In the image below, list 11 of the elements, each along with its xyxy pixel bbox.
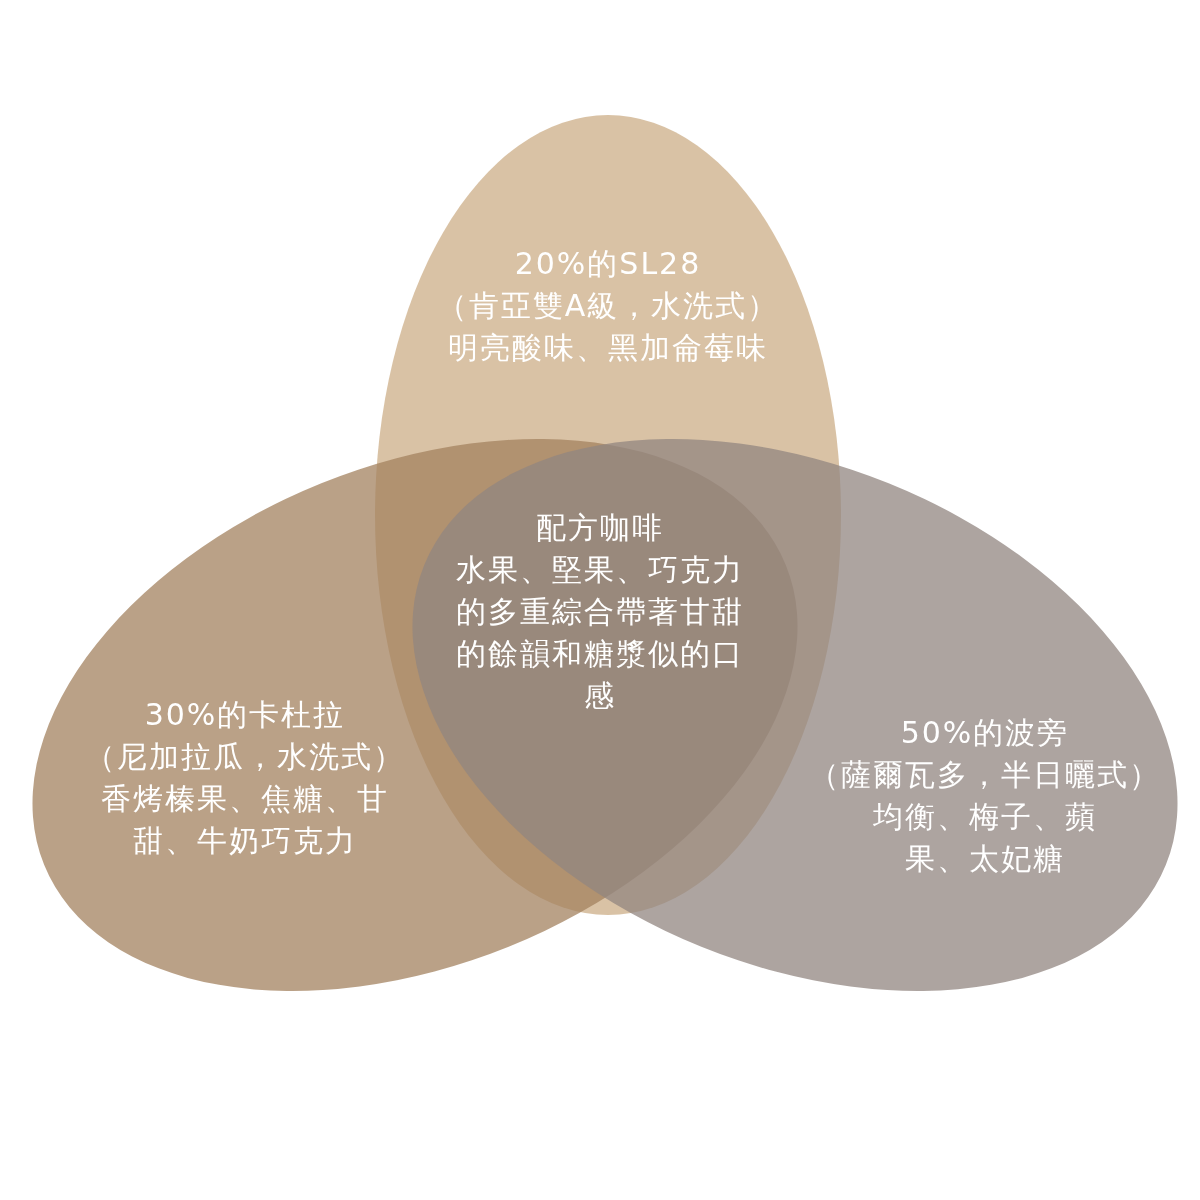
- blend-title: 配方咖啡: [536, 509, 664, 547]
- variety-title: 50%的波旁: [900, 714, 1070, 752]
- variety-title: 20%的SL28: [514, 245, 702, 283]
- origin-text: （肯亞雙A級，水洗式）: [436, 287, 780, 325]
- variety-title: 30%的卡杜拉: [144, 696, 346, 734]
- origin-text: （薩爾瓦多，半日曬式）: [809, 756, 1161, 794]
- flavor-notes: 香烤榛果、焦糖、甘甜、牛奶巧克力: [100, 780, 390, 860]
- blend-description: 水果、堅果、巧克力的多重綜合帶著甘甜的餘韻和糖漿似的口感: [455, 551, 745, 715]
- origin-text: （尼加拉瓜，水洗式）: [85, 738, 405, 776]
- flavor-notes: 明亮酸味、黑加侖莓味: [448, 329, 768, 367]
- flavor-notes: 均衡、梅子、蘋果、太妃糖: [872, 798, 1098, 878]
